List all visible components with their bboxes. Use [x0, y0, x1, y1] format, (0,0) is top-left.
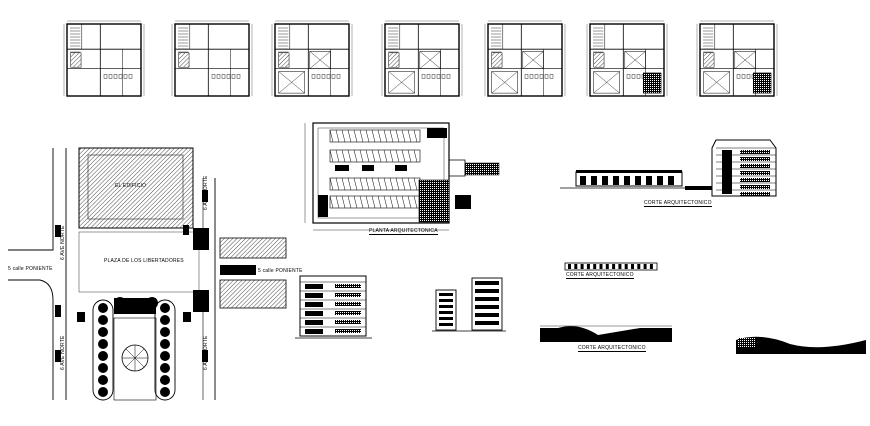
adjacent-building: [219, 237, 287, 259]
adjacent-building: [220, 265, 256, 275]
street-west-label: 5 calle PONIENTE: [8, 266, 53, 272]
site-block: [193, 228, 209, 250]
tree: [160, 351, 170, 361]
tree: [160, 315, 170, 325]
terrain-fill: [540, 326, 672, 342]
site-block: [183, 312, 191, 322]
main-architectural-plan: [304, 122, 500, 231]
long-section: [560, 170, 712, 190]
plan-service-block: [427, 128, 447, 138]
elevation-left: [295, 275, 372, 339]
site-profile: [736, 336, 866, 354]
plan-outline: [312, 122, 450, 224]
section-title-1: CORTE ARQUITECTONICO: [644, 200, 712, 207]
floor-plan-2: [171, 20, 253, 97]
tree: [98, 327, 108, 337]
street-edge: [8, 148, 54, 251]
section-title-3: CORTE ARQUITECTONICO: [578, 345, 646, 352]
tower-section: [711, 139, 777, 197]
parking-row-1: [329, 129, 421, 143]
tree: [98, 339, 108, 349]
floor-plan-3: [271, 20, 353, 97]
tree: [160, 363, 170, 373]
floor-plan-6: [586, 20, 668, 97]
tree: [98, 387, 108, 397]
plan-ramp: [464, 162, 500, 176]
plaza-label: PLAZA DE LOS LIBERTADORES: [104, 258, 184, 264]
tree: [160, 303, 170, 313]
site-block: [183, 225, 189, 235]
plaza-outline: [78, 231, 200, 293]
floor-plan-thumbnails: [63, 20, 778, 97]
building-footprint: [78, 147, 194, 229]
parking-row-3: [329, 177, 421, 191]
parking-row-2: [329, 149, 421, 163]
terrain-section: [540, 325, 672, 342]
tree: [114, 297, 126, 309]
elevation-middle: [432, 277, 506, 332]
building-label: EL EDIFICIO: [115, 183, 147, 189]
tree: [98, 315, 108, 325]
avenue-right-bottom-label: 6 AVE NORTE: [203, 335, 209, 370]
floor-plan-5: [484, 20, 566, 97]
plan-service-block: [318, 195, 328, 217]
street-marker: [202, 350, 208, 362]
avenue-right-top-label: 6 AVE NORTE: [203, 175, 209, 210]
plan-ramp: [449, 159, 466, 177]
street-edge: [8, 279, 54, 400]
tree: [160, 327, 170, 337]
plan-service-block: [418, 179, 450, 223]
tree-row-2: [154, 299, 176, 401]
avenue-left-bottom-label: 6 AVE NORTE: [60, 335, 66, 370]
site-block: [193, 290, 209, 312]
thin-section: [564, 262, 658, 271]
street-marker: [55, 305, 61, 317]
street-east-label: 5 calle PONIENTE: [258, 268, 303, 274]
tree: [160, 375, 170, 385]
adjacent-building: [219, 279, 287, 309]
tree: [160, 339, 170, 349]
tree: [98, 363, 108, 373]
street-marker: [55, 225, 61, 237]
floor-plan-1: [63, 20, 145, 97]
plan-title: PLANTA ARQUITECTONICA: [369, 228, 438, 235]
street-marker: [55, 350, 61, 362]
tree: [98, 375, 108, 385]
profile-fill: [736, 336, 866, 354]
parking-row-4: [329, 195, 421, 209]
tree: [98, 351, 108, 361]
tree: [160, 387, 170, 397]
tree-row-1: [92, 299, 114, 401]
tree: [98, 303, 108, 313]
avenue-left-top-label: 6 AVE NORTE: [60, 225, 66, 260]
plaza-lower: [113, 317, 157, 401]
section-title-2: CORTE ARQUITECTONICO: [566, 272, 634, 279]
floor-plan-7: [696, 20, 778, 97]
site-block: [77, 312, 85, 322]
street-marker: [202, 190, 208, 202]
tree: [146, 297, 158, 309]
site-plan: [8, 147, 287, 401]
floor-plan-4: [381, 20, 463, 97]
architectural-sections: [295, 139, 866, 354]
plan-stair: [455, 195, 471, 209]
